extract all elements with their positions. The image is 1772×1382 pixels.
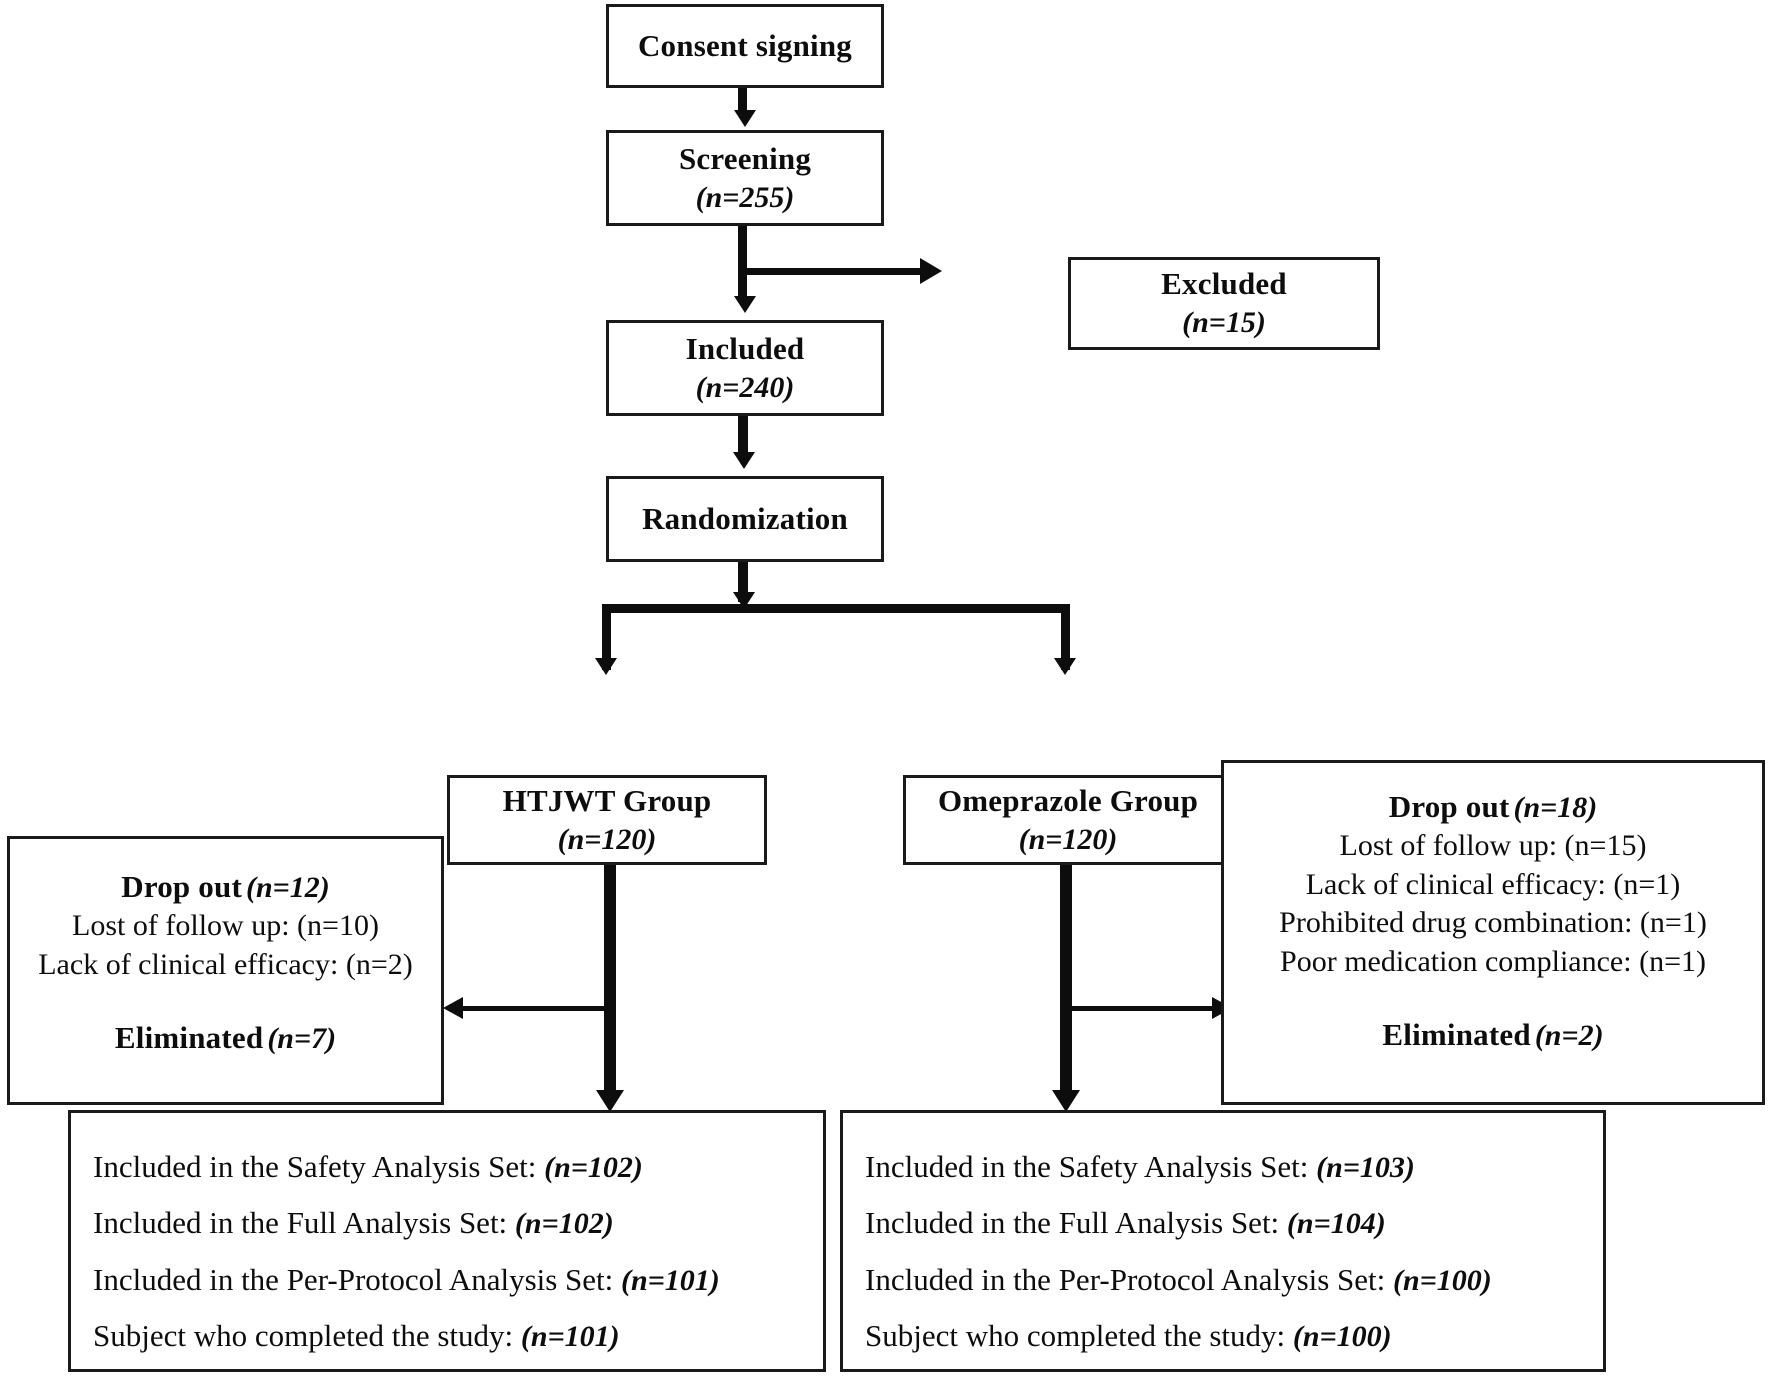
dropout-right-eliminated: Eliminated (n=2) bbox=[1382, 1015, 1603, 1055]
analysis-left-row: Included in the Safety Analysis Set: (n=… bbox=[93, 1147, 643, 1187]
dropout-left-heading: Drop out (n=12) bbox=[121, 867, 330, 907]
analysis-right-row-text: Included in the Safety Analysis Set: bbox=[865, 1149, 1317, 1184]
arrowhead-screening-to-included bbox=[734, 296, 756, 313]
analysis-box-left: Included in the Safety Analysis Set: (n=… bbox=[68, 1110, 826, 1372]
htjwt-group-label: HTJWT Group bbox=[502, 782, 712, 818]
dropout-right-heading-label: Drop out bbox=[1388, 789, 1510, 824]
analysis-left-row: Subject who completed the study: (n=101) bbox=[93, 1316, 620, 1356]
analysis-box-right: Included in the Safety Analysis Set: (n=… bbox=[840, 1110, 1606, 1372]
connector-split-to-htjwt bbox=[602, 604, 611, 670]
node-randomization: Randomization bbox=[606, 476, 884, 562]
dropout-right-reason: Poor medication compliance: (n=1) bbox=[1280, 944, 1706, 978]
connector-consent-to-screening bbox=[738, 88, 747, 114]
analysis-left-row-text: Included in the Per-Protocol Analysis Se… bbox=[93, 1261, 622, 1297]
dropout-right-heading: Drop out (n=18) bbox=[1389, 787, 1598, 827]
analysis-left-row: Included in the Per-Protocol Analysis Se… bbox=[93, 1260, 720, 1300]
arrowhead-included-to-randomization bbox=[733, 452, 755, 469]
dropout-box-right: Drop out (n=18) Lost of follow up: (n=15… bbox=[1221, 760, 1765, 1105]
node-excluded: Excluded (n=15) bbox=[1068, 257, 1380, 350]
analysis-left-row-count: (n=101) bbox=[520, 1320, 620, 1354]
analysis-left-row: Included in the Full Analysis Set: (n=10… bbox=[93, 1203, 614, 1243]
arrowhead-consent-to-screening bbox=[734, 110, 756, 127]
arrowhead-htjwt-to-dropout-left bbox=[443, 997, 463, 1019]
node-screening: Screening (n=255) bbox=[606, 130, 884, 226]
dropout-left-heading-count: (n=12) bbox=[245, 871, 330, 904]
dropout-left-heading-label: Drop out bbox=[121, 869, 242, 904]
analysis-right-row: Included in the Full Analysis Set: (n=10… bbox=[865, 1203, 1386, 1243]
dropout-left-reason: Lack of clinical efficacy: (n=2) bbox=[38, 947, 413, 981]
analysis-left-row-text: Subject who completed the study: bbox=[93, 1318, 521, 1354]
arrowhead-screening-to-excluded bbox=[920, 258, 942, 284]
dropout-left-eliminated-count: (n=7) bbox=[267, 1022, 337, 1056]
included-count: (n=240) bbox=[695, 370, 795, 404]
analysis-left-row-count: (n=101) bbox=[621, 1263, 720, 1297]
analysis-right-row: Included in the Per-Protocol Analysis Se… bbox=[865, 1260, 1492, 1300]
connector-randomization-stem bbox=[738, 562, 748, 602]
excluded-count: (n=15) bbox=[1182, 306, 1266, 340]
arrowhead-split-to-htjwt bbox=[595, 658, 617, 675]
analysis-right-row-count: (n=104) bbox=[1286, 1207, 1386, 1241]
consent-signing-label: Consent signing bbox=[637, 28, 853, 64]
dropout-left-eliminated: Eliminated (n=7) bbox=[115, 1018, 336, 1058]
screening-label: Screening bbox=[678, 140, 812, 176]
node-omeprazole-group: Omeprazole Group (n=120) bbox=[903, 775, 1233, 865]
analysis-left-row-count: (n=102) bbox=[514, 1207, 614, 1241]
analysis-right-row-count: (n=100) bbox=[1292, 1320, 1392, 1354]
connector-split-bar bbox=[602, 604, 1070, 613]
arrowhead-split-to-omeprazole bbox=[1054, 658, 1076, 675]
excluded-label: Excluded bbox=[1161, 266, 1287, 302]
arrowhead-htjwt-to-analysis bbox=[596, 1090, 624, 1112]
dropout-right-reason: Prohibited drug combination: (n=1) bbox=[1279, 906, 1707, 940]
node-htjwt-group: HTJWT Group (n=120) bbox=[447, 775, 767, 865]
connector-split-to-omeprazole bbox=[1061, 604, 1070, 670]
dropout-box-left: Drop out (n=12) Lost of follow up: (n=10… bbox=[7, 836, 444, 1105]
connector-htjwt-to-dropout-left bbox=[462, 1006, 610, 1011]
analysis-right-row: Included in the Safety Analysis Set: (n=… bbox=[865, 1147, 1415, 1187]
dropout-left-reason: Lost of follow up: (n=10) bbox=[72, 909, 379, 943]
randomization-label: Randomization bbox=[642, 501, 848, 537]
dropout-right-reason: Lost of follow up: (n=15) bbox=[1339, 829, 1647, 863]
included-label: Included bbox=[685, 330, 805, 366]
dropout-right-eliminated-label: Eliminated bbox=[1382, 1016, 1531, 1052]
analysis-right-row-count: (n=103) bbox=[1316, 1151, 1415, 1184]
connector-htjwt-trunk bbox=[604, 865, 616, 1103]
connector-omeprazole-trunk bbox=[1060, 865, 1072, 1103]
analysis-right-row-text: Included in the Full Analysis Set: bbox=[865, 1205, 1287, 1241]
screening-count: (n=255) bbox=[695, 180, 795, 214]
analysis-right-row-count: (n=100) bbox=[1393, 1263, 1492, 1297]
connector-screening-to-excluded bbox=[742, 268, 924, 275]
connector-screening-to-included bbox=[738, 226, 747, 302]
dropout-right-reason: Lack of clinical efficacy: (n=1) bbox=[1305, 867, 1681, 901]
analysis-left-row-text: Included in the Safety Analysis Set: bbox=[93, 1149, 545, 1184]
arrowhead-omeprazole-to-analysis bbox=[1052, 1090, 1080, 1112]
omeprazole-group-label: Omeprazole Group bbox=[937, 782, 1199, 818]
dropout-right-heading-count: (n=18) bbox=[1513, 791, 1598, 824]
node-consent-signing: Consent signing bbox=[606, 4, 884, 88]
dropout-left-eliminated-label: Eliminated bbox=[114, 1020, 264, 1056]
analysis-right-row: Subject who completed the study: (n=100) bbox=[865, 1316, 1392, 1356]
analysis-left-row-count: (n=102) bbox=[544, 1151, 643, 1184]
analysis-left-row-text: Included in the Full Analysis Set: bbox=[93, 1205, 515, 1241]
connector-included-to-randomization bbox=[738, 416, 748, 456]
connector-omeprazole-to-dropout-right bbox=[1066, 1006, 1214, 1011]
htjwt-group-count: (n=120) bbox=[557, 822, 657, 856]
analysis-right-row-text: Included in the Per-Protocol Analysis Se… bbox=[865, 1261, 1394, 1297]
dropout-right-eliminated-count: (n=2) bbox=[1534, 1018, 1604, 1052]
node-included: Included (n=240) bbox=[606, 320, 884, 416]
analysis-right-row-text: Subject who completed the study: bbox=[865, 1318, 1293, 1354]
omeprazole-group-count: (n=120) bbox=[1018, 822, 1118, 856]
